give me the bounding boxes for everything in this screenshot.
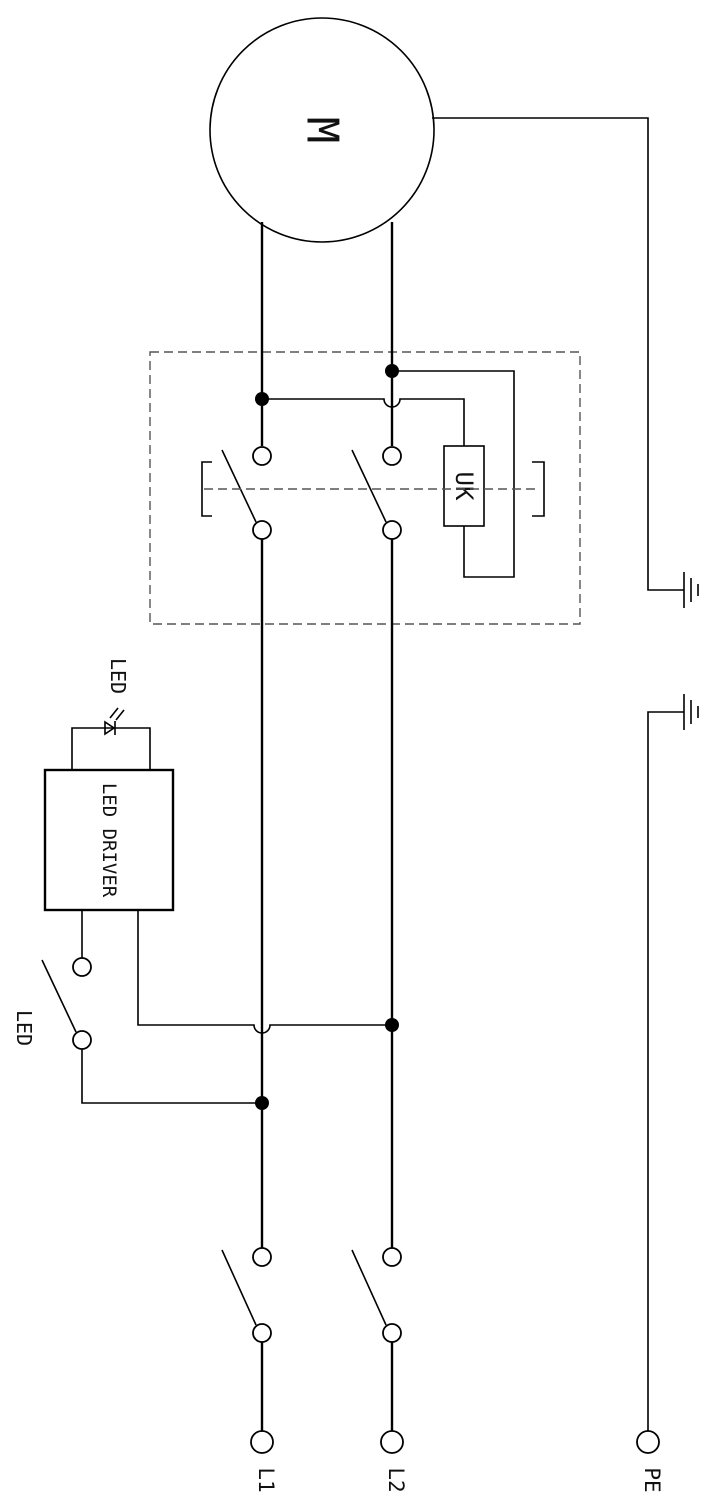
- switch-blade: [351, 449, 387, 523]
- protector-enclosure: [149, 351, 581, 625]
- switch-blade: [221, 449, 257, 523]
- terminal-icon: [252, 1323, 272, 1343]
- terminal-icon: [72, 957, 92, 977]
- terminal-l1-label: L1: [254, 1467, 278, 1492]
- driver-l2-wire: [137, 910, 392, 1034]
- terminal-pe-label: PE: [640, 1467, 664, 1492]
- junction-dot: [385, 1018, 399, 1032]
- thermal-wire-b: [392, 370, 515, 578]
- thermal-label: UK: [450, 472, 478, 501]
- terminal-icon: [252, 446, 272, 466]
- terminal-icon: [252, 1247, 272, 1267]
- led-wire: [71, 727, 151, 770]
- terminal-l2: [380, 1430, 404, 1454]
- pe-wire: [647, 711, 684, 1431]
- thermal-protector: UK: [443, 445, 485, 527]
- terminal-icon: [382, 446, 402, 466]
- led-switch-blade: [41, 959, 77, 1033]
- ground-icon-upper: [683, 572, 699, 608]
- bracket-left: [201, 461, 212, 517]
- led-switch-wire: [81, 1049, 262, 1104]
- motor: M: [209, 17, 435, 243]
- bracket-right: [532, 461, 545, 517]
- terminal-icon: [382, 520, 402, 540]
- main-switch-blade: [221, 1249, 257, 1326]
- terminal-icon: [382, 1323, 402, 1343]
- terminal-icon: [382, 1247, 402, 1267]
- motor-ground-wire: [432, 117, 684, 591]
- led-icon: [104, 707, 125, 736]
- led-label: LED: [106, 658, 130, 694]
- terminal-icon: [72, 1030, 92, 1050]
- led-driver: LED DRIVER: [43, 768, 175, 912]
- led-switch-label: LED: [12, 1010, 36, 1046]
- terminal-l2-label: L2: [384, 1467, 408, 1492]
- ground-icon-lower: [683, 694, 699, 730]
- terminal-icon: [252, 520, 272, 540]
- led-driver-label: LED DRIVER: [98, 783, 120, 898]
- motor-label: M: [297, 117, 348, 144]
- main-switch-blade: [351, 1249, 387, 1326]
- junction-dot: [255, 1096, 269, 1110]
- thermal-wire-a: [262, 398, 465, 446]
- motor-circle: [209, 17, 435, 243]
- terminal-l1: [250, 1430, 274, 1454]
- terminal-pe: [636, 1430, 660, 1454]
